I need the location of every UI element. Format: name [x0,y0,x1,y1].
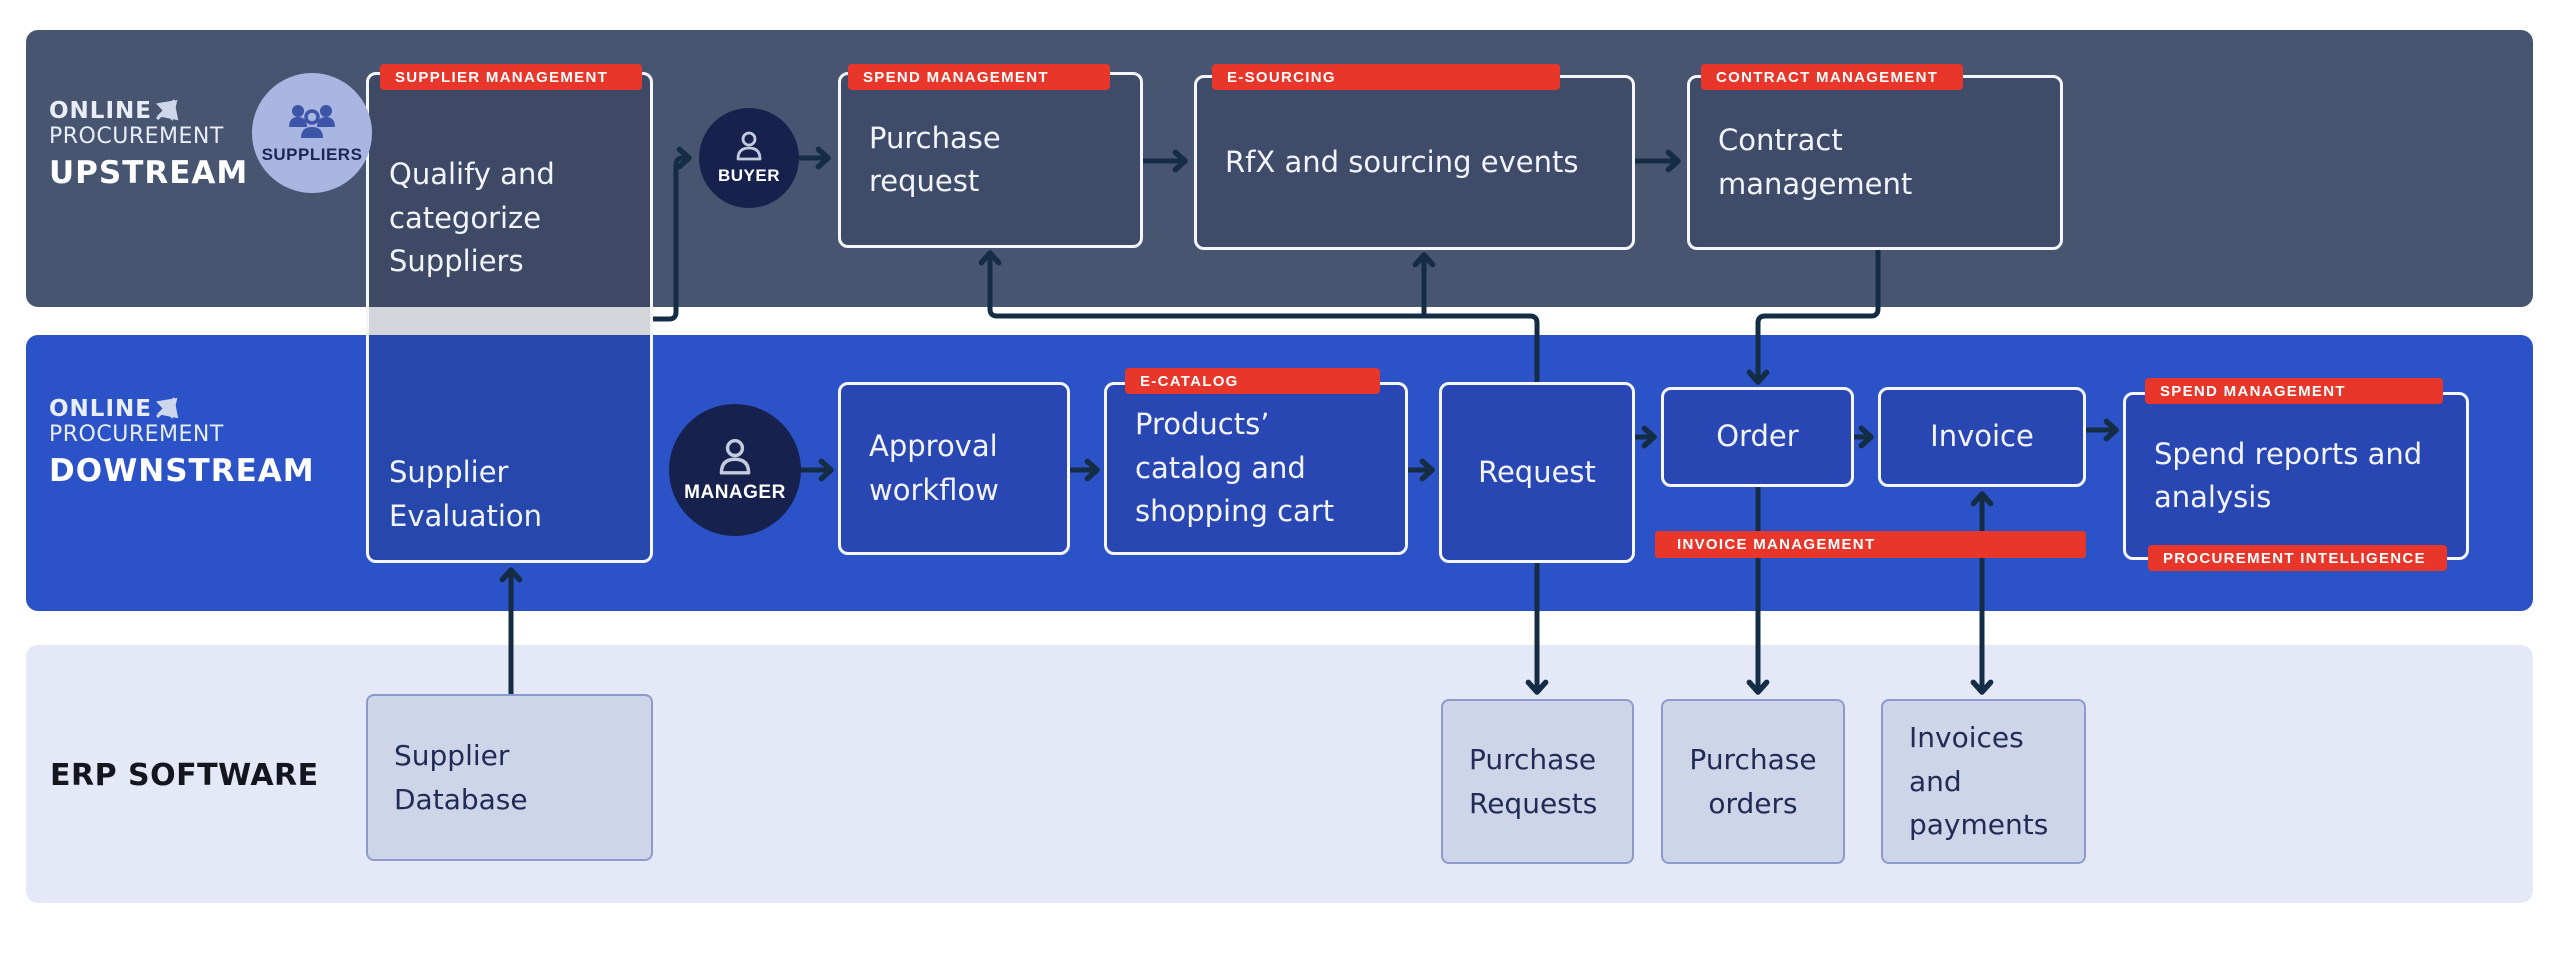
supplier-database-label: Supplier Database [394,739,528,816]
purchase-requests-label: Purchase Requests [1469,743,1598,820]
suppliers-label: SUPPLIERS [261,145,363,164]
contract-management-box: Contract management [1687,75,2063,250]
suppliers-actor: SUPPLIERS [252,73,372,193]
supplier-management-box: Qualify and categorize Suppliers Supplie… [366,72,653,563]
request-box: Request [1439,382,1635,563]
logo-word-online: ONLINE [49,98,152,124]
purchase-orders-box: Purchase orders [1661,699,1845,864]
tag-e-catalog: E-CATALOG [1125,368,1380,394]
purchase-requests-box: Purchase Requests [1441,699,1634,864]
supplier-database-box: Supplier Database [366,694,653,861]
order-label: Order [1716,419,1799,454]
invoice-box: Invoice [1878,387,2086,487]
buyer-actor: BUYER [699,108,799,208]
tag-spend-management-2: SPEND MANAGEMENT [2145,378,2443,404]
catalog-box: Products’ catalog and shopping cart [1104,382,1408,555]
request-label: Request [1478,454,1596,489]
tag-procurement-intelligence: PROCUREMENT INTELLIGENCE [2148,545,2447,571]
contract-management-label: Contract management [1718,123,1913,201]
logo-word-procurement: PROCUREMENT [49,124,224,149]
tag-e-sourcing: E-SOURCING [1212,64,1560,90]
purchase-request-box: Purchase request [838,72,1143,248]
approval-workflow-box: Approval workflow [838,382,1070,555]
upstream-logo: ONLINE PROCUREMENT UPSTREAM [49,98,248,191]
invoice-label: Invoice [1930,419,2034,454]
invoices-payments-box: Invoices and payments [1881,699,2086,864]
suppliers-group-icon [289,105,335,138]
upstream-band-label: UPSTREAM [49,155,249,191]
rfx-label: RfX and sourcing events [1225,144,1579,179]
catalog-label: Products’ catalog and shopping cart [1135,407,1335,529]
manager-label: MANAGER [684,481,786,503]
logo-word-procurement: PROCUREMENT [49,422,224,447]
crossed-arrows-icon [155,99,179,121]
crossed-arrows-icon [155,397,179,419]
person-icon [719,438,751,475]
qualify-label: Qualify and categorize Suppliers [389,157,555,278]
approval-workflow-label: Approval workflow [869,429,999,507]
purchase-orders-label: Purchase orders [1689,743,1817,820]
downstream-logo: ONLINE PROCUREMENT DOWNSTREAM [49,396,315,489]
spend-reports-box: Spend reports and analysis [2123,392,2469,560]
tag-spend-management: SPEND MANAGEMENT [848,64,1110,90]
manager-actor: MANAGER [669,404,801,536]
purchase-request-label: Purchase request [869,120,1001,199]
person-icon [736,131,762,161]
tag-supplier-management: SUPPLIER MANAGEMENT [380,64,642,90]
rfx-box: RfX and sourcing events [1194,75,1635,250]
spend-reports-label: Spend reports and analysis [2154,436,2423,515]
invoices-payments-label: Invoices and payments [1909,721,2049,842]
downstream-band-label: DOWNSTREAM [49,453,315,489]
order-box: Order [1661,387,1854,487]
buyer-label: BUYER [717,166,780,185]
tag-invoice-management: INVOICE MANAGEMENT [1655,531,2086,558]
supplier-evaluation-label: Supplier Evaluation [389,455,543,533]
logo-word-online: ONLINE [49,396,152,422]
tag-contract-management: CONTRACT MANAGEMENT [1701,64,1963,90]
erp-software-label: ERP SOFTWARE [50,758,319,793]
